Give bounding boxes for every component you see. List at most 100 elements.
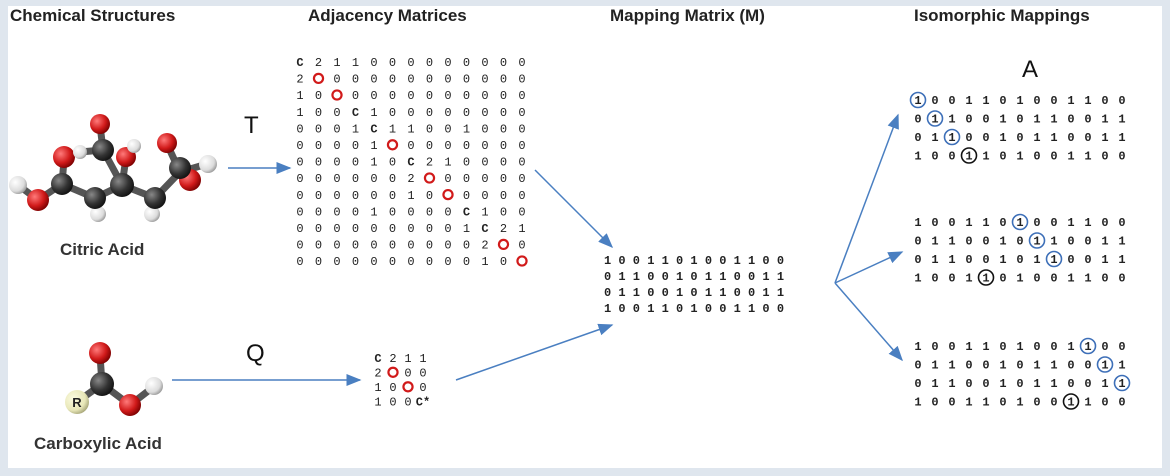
matrix-cell: 0 xyxy=(315,156,322,170)
matrix-cell: 0 xyxy=(315,255,322,269)
mapping-cell: 0 xyxy=(982,131,989,145)
label-carboxylic-acid: Carboxylic Acid xyxy=(34,434,162,453)
matrix-cell: 0 xyxy=(426,239,433,253)
mapping-cell: 1 xyxy=(1118,359,1125,373)
mapping-cell: 1 xyxy=(948,359,955,373)
r-group-label: R xyxy=(72,395,82,410)
arrow-Q-to-M xyxy=(455,323,614,381)
matrix-cell: 0 xyxy=(296,222,303,236)
matrix-cell: 0 xyxy=(352,156,359,170)
matrix-cell: 0 xyxy=(444,255,451,269)
mapping-cell: 1 xyxy=(1016,396,1023,410)
mapping-highlight-circle xyxy=(1045,250,1063,268)
mapping-cell: 1 xyxy=(1016,94,1023,108)
mapping-cell: 0 xyxy=(1084,113,1091,127)
matrix-cell: 0 xyxy=(407,56,414,70)
carbon-entry: C xyxy=(407,156,414,170)
mapping-row: 1 0 0 1 1 0 1 0 0 1 1 0 0 xyxy=(604,302,784,316)
matrix-cell: 0 xyxy=(333,239,340,253)
mapping-cell: 0 xyxy=(931,94,938,108)
carboxylic-acid-molecule: R xyxy=(65,342,163,416)
arrow-M-to-A2 xyxy=(834,251,904,284)
matrix-cell: 0 xyxy=(463,189,470,203)
matrix-cell: 0 xyxy=(518,122,525,136)
mapping-cell: 1 xyxy=(1033,253,1040,267)
mapping-cell: 0 xyxy=(1033,216,1040,230)
matrix-cell: 0 xyxy=(370,222,377,236)
mapping-cell: 1 xyxy=(1033,359,1040,373)
matrix-cell: 0 xyxy=(463,172,470,186)
mapping-cell: 1 xyxy=(948,235,955,249)
mapping-highlight-circle xyxy=(943,128,961,146)
matrix-cell: 1 xyxy=(352,122,359,136)
atom-hydrogen xyxy=(9,176,27,194)
mapping-cell: 0 xyxy=(1016,131,1023,145)
mapping-cell: 0 xyxy=(931,272,938,286)
matrix-cell: 1 xyxy=(374,396,381,410)
matrix-cell: 0 xyxy=(370,172,377,186)
mapping-cell: 0 xyxy=(1050,340,1057,354)
matrix-cell: 0 xyxy=(315,89,322,103)
heading-chemical-structures: Chemical Structures xyxy=(10,6,176,25)
atom-hydrogen xyxy=(73,145,87,159)
matrix-cell: 0 xyxy=(352,139,359,153)
matrix-cell: 1 xyxy=(463,122,470,136)
matrix-cell: 0 xyxy=(500,122,507,136)
matrix-cell: 0 xyxy=(444,106,451,120)
mapping-cell: 0 xyxy=(1118,396,1125,410)
matrix-cell: 1 xyxy=(333,56,340,70)
mapping-cell: 1 xyxy=(1033,235,1040,249)
mapping-cell: 1 xyxy=(1016,272,1023,286)
matrix-cell: 0 xyxy=(315,172,322,186)
mapping-cell: 0 xyxy=(999,272,1006,286)
matrix-cell: 0 xyxy=(518,156,525,170)
mapping-cell: 0 xyxy=(965,235,972,249)
mapping-cell: 1 xyxy=(1101,253,1108,267)
mapping-cell: 0 xyxy=(1067,377,1074,391)
matrix-cell: 0 xyxy=(500,205,507,219)
matrix-cell: 0 xyxy=(444,56,451,70)
matrix-cell: 0 xyxy=(518,172,525,186)
mapping-cell: 1 xyxy=(931,113,938,127)
matrix-cell: 1 xyxy=(463,222,470,236)
matrix-cell: 0 xyxy=(296,255,303,269)
mapping-cell: 0 xyxy=(999,216,1006,230)
matrix-cell: 0 xyxy=(500,189,507,203)
matrix-cell: 0 xyxy=(426,122,433,136)
matrix-cell: 0 xyxy=(444,205,451,219)
matrix-cell: 0 xyxy=(500,89,507,103)
matrix-cell: 0 xyxy=(389,255,396,269)
matrix-cell: 0 xyxy=(315,239,322,253)
mapping-cell: 1 xyxy=(914,150,921,164)
matrix-cell: 0 xyxy=(352,222,359,236)
carbon-entry: C* xyxy=(416,396,430,410)
mapping-cell: 0 xyxy=(1101,396,1108,410)
mapping-cell: 1 xyxy=(999,131,1006,145)
mapping-cell: 0 xyxy=(1016,235,1023,249)
mapping-highlight-circle xyxy=(1011,213,1029,231)
matrix-cell: 0 xyxy=(352,239,359,253)
atom-carbon xyxy=(51,173,73,195)
mapping-cell: 1 xyxy=(982,396,989,410)
mapping-cell: 1 xyxy=(999,359,1006,373)
arrow-M-to-A1 xyxy=(834,113,899,284)
matrix-cell: 1 xyxy=(481,255,488,269)
atom-carbon xyxy=(92,139,114,161)
matrix-cell: 0 xyxy=(426,139,433,153)
mapping-cell: 0 xyxy=(1033,396,1040,410)
mapping-cell: 1 xyxy=(982,216,989,230)
matrix-cell: 0 xyxy=(389,239,396,253)
mapping-highlight-circle xyxy=(1028,232,1046,249)
matrix-cell: 1 xyxy=(481,205,488,219)
mapping-cell: 0 xyxy=(982,359,989,373)
mapping-cell: 1 xyxy=(999,377,1006,391)
mapping-cell: 0 xyxy=(1050,272,1057,286)
matrix-cell: 0 xyxy=(426,106,433,120)
mapping-cell: 1 xyxy=(1101,235,1108,249)
matrix-cell: 0 xyxy=(481,156,488,170)
mapping-cell: 1 xyxy=(914,272,921,286)
mapping-cell: 1 xyxy=(1101,113,1108,127)
